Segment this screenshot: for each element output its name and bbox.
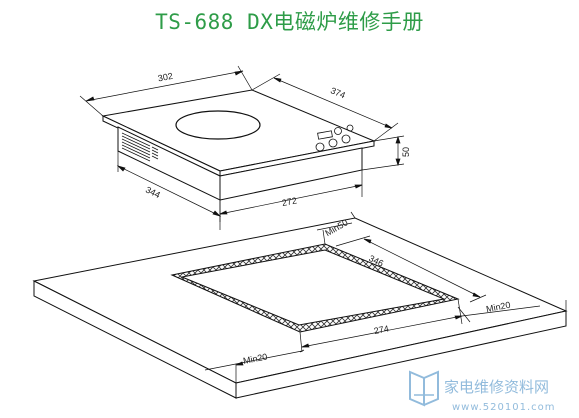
dim-label-body-depth: 344 (144, 185, 162, 201)
watermark-url: www.520101.com (452, 402, 556, 413)
dim-50 (361, 135, 405, 171)
dim-label-top-width: 302 (157, 71, 174, 84)
cooktop (79, 65, 405, 230)
control-panel (315, 124, 354, 152)
dim-label-cutout-width: 274 (373, 323, 390, 336)
cutout-opening (180, 249, 446, 326)
dim-label-clearance-right: Min20 (485, 300, 511, 314)
page-title: TS-688 DX电磁炉维修手册 (155, 10, 424, 34)
cooking-zone (175, 110, 261, 140)
dim-label-clearance-front: Min20 (242, 352, 268, 366)
countertop-front-right (235, 310, 567, 399)
watermark-text: 家电维修资料网 (444, 378, 549, 396)
dim-label-height: 50 (401, 147, 411, 157)
dim-label-body-width: 272 (281, 195, 298, 208)
dim-374 (251, 73, 399, 142)
watermark-logo (409, 370, 439, 407)
vent-grille-left (121, 132, 159, 162)
dim-label-top-depth: 374 (329, 85, 347, 100)
countertop-dimensions (204, 211, 567, 383)
dim-302 (79, 65, 253, 117)
countertop (32, 217, 568, 399)
dim-272 (219, 170, 363, 230)
